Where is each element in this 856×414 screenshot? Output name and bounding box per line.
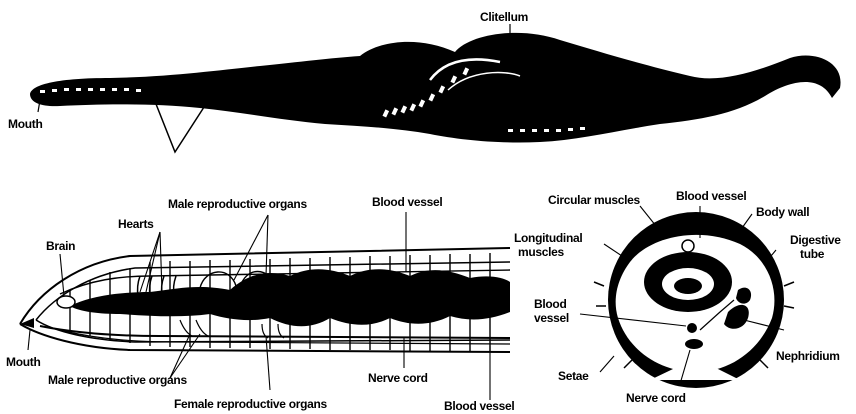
- label-male-reproductive-top: Male reproductive organs: [168, 197, 307, 211]
- label-longitudinal-1: Longitudinal: [514, 231, 582, 245]
- label-setae: Setae: [558, 369, 589, 383]
- label-body-wall: Body wall: [756, 205, 809, 219]
- label-male-reproductive-bottom: Male reproductive organs: [48, 373, 187, 387]
- nerve-cord-cs: [685, 339, 703, 349]
- label-nerve-cord-left: Nerve cord: [368, 371, 428, 385]
- cross-section: [580, 206, 794, 388]
- whole-earthworm: [30, 24, 841, 152]
- label-brain: Brain: [46, 239, 75, 253]
- label-blood-vessel-top: Blood vessel: [372, 195, 442, 209]
- label-longitudinal-2: muscles: [518, 245, 565, 259]
- label-digestive-2: tube: [800, 247, 825, 261]
- label-circular-muscles: Circular muscles: [548, 193, 641, 207]
- label-nephridium: Nephridium: [776, 349, 840, 363]
- setae-pointer: [156, 104, 206, 152]
- label-nerve-cord-cs: Nerve cord: [626, 391, 686, 405]
- ventral-vessel-cs: [687, 323, 697, 333]
- label-clitellum: Clitellum: [480, 10, 528, 24]
- label-hearts: Hearts: [118, 217, 154, 231]
- label-mouth-bottom: Mouth: [6, 355, 40, 369]
- label-female-reproductive: Female reproductive organs: [174, 397, 328, 411]
- dorsal-vessel-cs: [682, 240, 694, 252]
- digestive-tube: [70, 269, 510, 326]
- label-blood-vessel-cs-top: Blood vessel: [676, 189, 746, 203]
- label-blood-vessel-cs-1: Blood: [534, 297, 567, 311]
- label-blood-vessel-cs-2: vessel: [534, 311, 569, 325]
- label-mouth-top: Mouth: [8, 117, 42, 131]
- label-digestive-1: Digestive: [790, 233, 841, 247]
- label-blood-vessel-bottom: Blood vessel: [444, 399, 514, 413]
- brain: [57, 296, 75, 308]
- longitudinal-section: [20, 212, 510, 400]
- worm-body: [30, 33, 841, 143]
